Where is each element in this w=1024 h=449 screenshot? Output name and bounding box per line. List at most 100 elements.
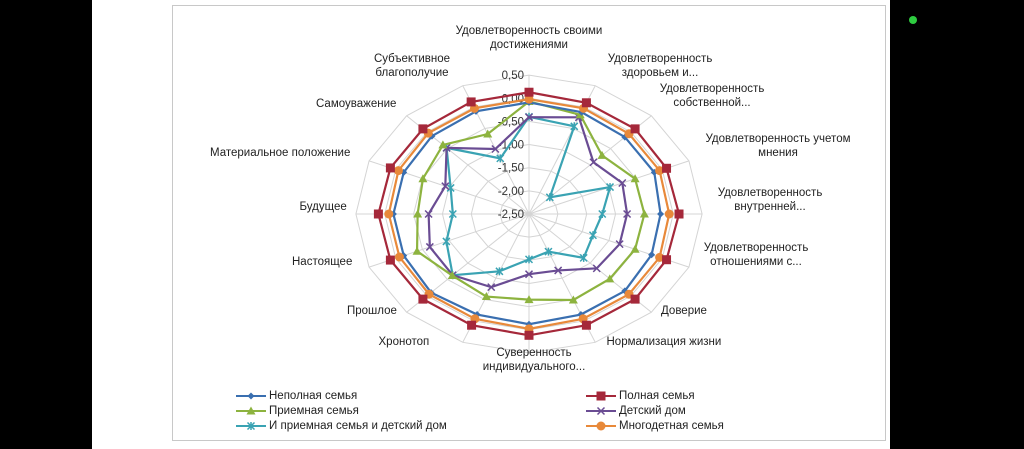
axis-tick-label: -0,50 [498, 116, 524, 128]
data-point [674, 209, 684, 219]
data-point [592, 264, 601, 273]
data-point [615, 240, 624, 249]
axis-tick-label: -1,50 [498, 163, 524, 175]
legend-marker-icon [236, 392, 266, 400]
data-point [664, 209, 674, 219]
data-point [418, 124, 428, 134]
data-point [394, 252, 404, 262]
data-point [441, 182, 450, 191]
data-point [467, 320, 477, 330]
data-point [442, 237, 451, 246]
data-point [466, 97, 476, 107]
data-point [384, 209, 394, 219]
data-point [446, 183, 455, 192]
data-point [630, 244, 640, 253]
data-point [424, 209, 433, 219]
data-point [579, 253, 588, 262]
data-point [496, 154, 505, 163]
legend-item: Приемная семья [236, 405, 359, 417]
axis-tick-label: 0,50 [502, 70, 524, 82]
data-point [581, 98, 591, 108]
legend-item: И приемная семья и детский дом [236, 420, 447, 432]
legend-marker-icon [586, 421, 616, 431]
category-label: Прошлое [347, 305, 397, 317]
category-label: Суверенность индивидуального... [482, 347, 586, 373]
data-point [630, 294, 640, 304]
data-point [385, 255, 395, 265]
data-point [418, 294, 428, 304]
data-point [487, 283, 496, 292]
status-dot [909, 16, 917, 24]
axis-tick-label: -2,50 [498, 209, 524, 221]
data-point [605, 183, 615, 192]
data-point [425, 242, 434, 251]
legend-marker [596, 391, 606, 401]
category-label: Доверие [661, 305, 707, 317]
data-point [648, 251, 656, 259]
legend-label: Неполная семья [269, 390, 358, 402]
category-label: Удовлетворенность своими достижениями [455, 25, 603, 51]
legend-item: Полная семья [586, 390, 695, 402]
data-point [605, 274, 615, 283]
data-point [524, 255, 534, 264]
category-label: Будущее [299, 201, 347, 213]
data-point [570, 122, 579, 131]
data-point [447, 271, 457, 280]
category-label: Удовлетворенность здоровьем и... [607, 53, 713, 79]
legend-marker-icon [236, 406, 266, 415]
data-point [639, 209, 649, 218]
data-point [524, 295, 534, 304]
data-point [385, 163, 395, 173]
data-point [544, 247, 553, 256]
data-point [524, 113, 534, 122]
axis-tick-label: -1,00 [498, 140, 524, 152]
data-point [373, 209, 383, 219]
category-label: Хронотоп [378, 336, 430, 348]
legend-label: Приемная семья [269, 405, 359, 417]
data-point [655, 252, 665, 262]
category-label: Материальное положение [210, 147, 351, 159]
data-point [524, 270, 534, 279]
data-point [623, 209, 632, 219]
legend-marker [596, 406, 606, 416]
legend-label: Многодетная семья [619, 420, 724, 432]
legend-marker [246, 406, 256, 415]
data-point [581, 320, 591, 330]
category-label: Удовлетворенность внутренней... [717, 187, 823, 213]
legend-label: И приемная семья и детский дом [269, 420, 447, 432]
data-point [598, 209, 607, 219]
data-point [393, 166, 403, 176]
data-point [554, 266, 563, 275]
data-point [483, 129, 493, 138]
data-point [524, 87, 534, 97]
legend-item: Детский дом [586, 405, 686, 417]
data-point [588, 231, 597, 240]
legend-marker-icon [586, 406, 616, 416]
legend-marker [596, 421, 606, 431]
data-point [597, 150, 607, 159]
data-point [448, 209, 457, 219]
category-label: Удовлетворенность учетом мнения [705, 133, 851, 159]
legend-marker-icon [586, 391, 616, 401]
data-point [438, 140, 448, 149]
legend-label: Детский дом [619, 405, 686, 417]
data-point [568, 295, 578, 304]
axis-tick-label: -2,00 [498, 186, 524, 198]
legend-item: Многодетная семья [586, 420, 724, 432]
data-point [495, 267, 504, 276]
data-point [630, 124, 640, 134]
category-label: Субъективное благополучие [373, 53, 451, 79]
data-point [412, 246, 422, 255]
data-point [657, 210, 665, 218]
data-point [655, 166, 665, 176]
data-point [481, 292, 491, 301]
data-point [524, 94, 534, 104]
legend-marker [246, 421, 256, 431]
data-point [662, 255, 672, 265]
legend-label: Полная семья [619, 390, 695, 402]
data-point [418, 174, 428, 183]
data-point [618, 178, 627, 188]
legend-item: Неполная семья [236, 390, 357, 402]
category-label: Удовлетворенность собственной... [659, 83, 765, 109]
